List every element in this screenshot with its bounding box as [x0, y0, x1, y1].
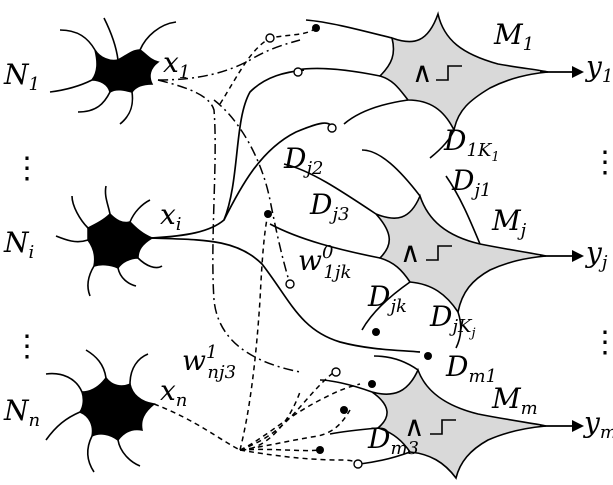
- and-symbol-mj: ∧: [400, 236, 421, 269]
- synapse-inhibitory: [265, 33, 275, 43]
- label-x1: x1: [163, 46, 190, 83]
- synapse-inhibitory: [327, 123, 337, 133]
- label-dj2: Dj2: [283, 142, 324, 179]
- synapse-excitatory: [312, 24, 320, 32]
- ellipsis-inputs-lower: ⋮: [12, 329, 42, 364]
- output-neuron-mm: [319, 355, 547, 480]
- synapse-excitatory: [372, 328, 380, 336]
- input-neuron-nn: [45, 349, 156, 473]
- label-m1: M1: [493, 18, 534, 55]
- label-ni: Ni: [3, 226, 34, 263]
- label-dm3: Dm3: [367, 422, 419, 459]
- axon-xn: [153, 213, 361, 465]
- label-dm1: Dm1: [445, 350, 497, 387]
- label-y1: y1: [584, 50, 613, 87]
- label-xi: xi: [160, 198, 182, 235]
- label-dj3: Dj3: [309, 188, 350, 225]
- output-arrows: [540, 66, 584, 432]
- output-neuron-m1: [295, 11, 549, 159]
- output-neuron-mj: [269, 149, 547, 349]
- synapse-excitatory: [264, 210, 272, 218]
- label-ym: ym: [582, 406, 613, 443]
- synapse-inhibitory: [285, 279, 295, 289]
- input-neuron-ni: [55, 185, 163, 297]
- synapse-inhibitory: [293, 67, 303, 77]
- synapse-excitatory: [424, 352, 432, 360]
- step-icon: [426, 245, 452, 261]
- label-xn: xn: [160, 374, 187, 411]
- label-dj1: Dj1: [451, 164, 492, 201]
- synapses: [264, 24, 432, 469]
- axon-x1: [157, 39, 301, 373]
- synapse-excitatory: [316, 446, 324, 454]
- label-nn: Nn: [3, 394, 40, 431]
- label-djkj: DjKj: [429, 300, 476, 341]
- synapse-inhibitory: [353, 459, 363, 469]
- input-neuron-n1: [49, 17, 177, 125]
- ellipsis-outputs-upper: ⋮: [590, 145, 613, 180]
- label-yj: yj: [584, 236, 608, 273]
- axon-xi: [151, 69, 421, 353]
- and-symbol-mm: ∧: [404, 410, 425, 443]
- ellipsis-inputs-upper: ⋮: [12, 151, 42, 186]
- and-symbol-m1: ∧: [412, 56, 433, 89]
- synapse-excitatory: [368, 380, 376, 388]
- label-mj: Mj: [491, 204, 527, 241]
- synapse-inhibitory: [331, 367, 341, 377]
- label-mm: Mm: [491, 382, 538, 419]
- label-d1k1: D1K1: [443, 124, 500, 165]
- label-n1: N1: [3, 58, 40, 95]
- label-djk: Djk: [367, 280, 407, 317]
- step-icon: [436, 65, 462, 81]
- soma-symbols: ∧ ∧ ∧: [400, 56, 462, 443]
- ellipsis-outputs-lower: ⋮: [590, 325, 613, 360]
- step-icon: [430, 419, 456, 435]
- synapse-excitatory: [340, 406, 348, 414]
